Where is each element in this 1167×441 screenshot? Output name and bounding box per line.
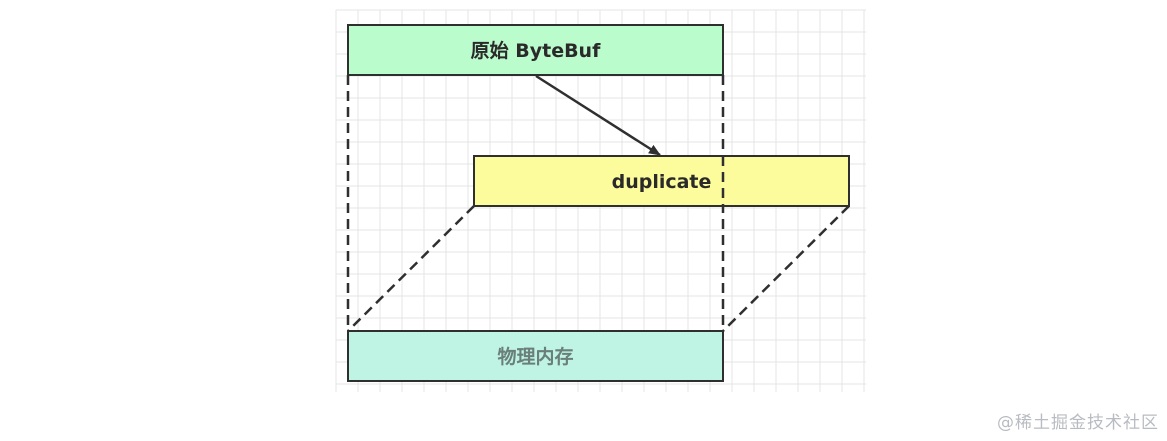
duplicate-box — [473, 155, 850, 207]
duplicate-arrow — [535, 74, 661, 157]
original-bytebuf-label: 原始 ByteBuf — [471, 39, 601, 62]
watermark: @稀土掘金技术社区 — [997, 413, 1159, 433]
original-bytebuf-box — [347, 24, 724, 76]
physical-memory-box — [347, 330, 724, 382]
duplicate-left-dashed-edge — [347, 205, 475, 332]
physical-memory-node: 物理内存 — [347, 330, 724, 382]
duplicate-label: duplicate — [612, 171, 712, 193]
original-bytebuf-node: 原始 ByteBuf — [347, 24, 724, 76]
duplicate-node: duplicate — [473, 155, 850, 207]
duplicate-right-dashed-edge — [722, 205, 850, 332]
physical-memory-label: 物理内存 — [497, 345, 573, 368]
